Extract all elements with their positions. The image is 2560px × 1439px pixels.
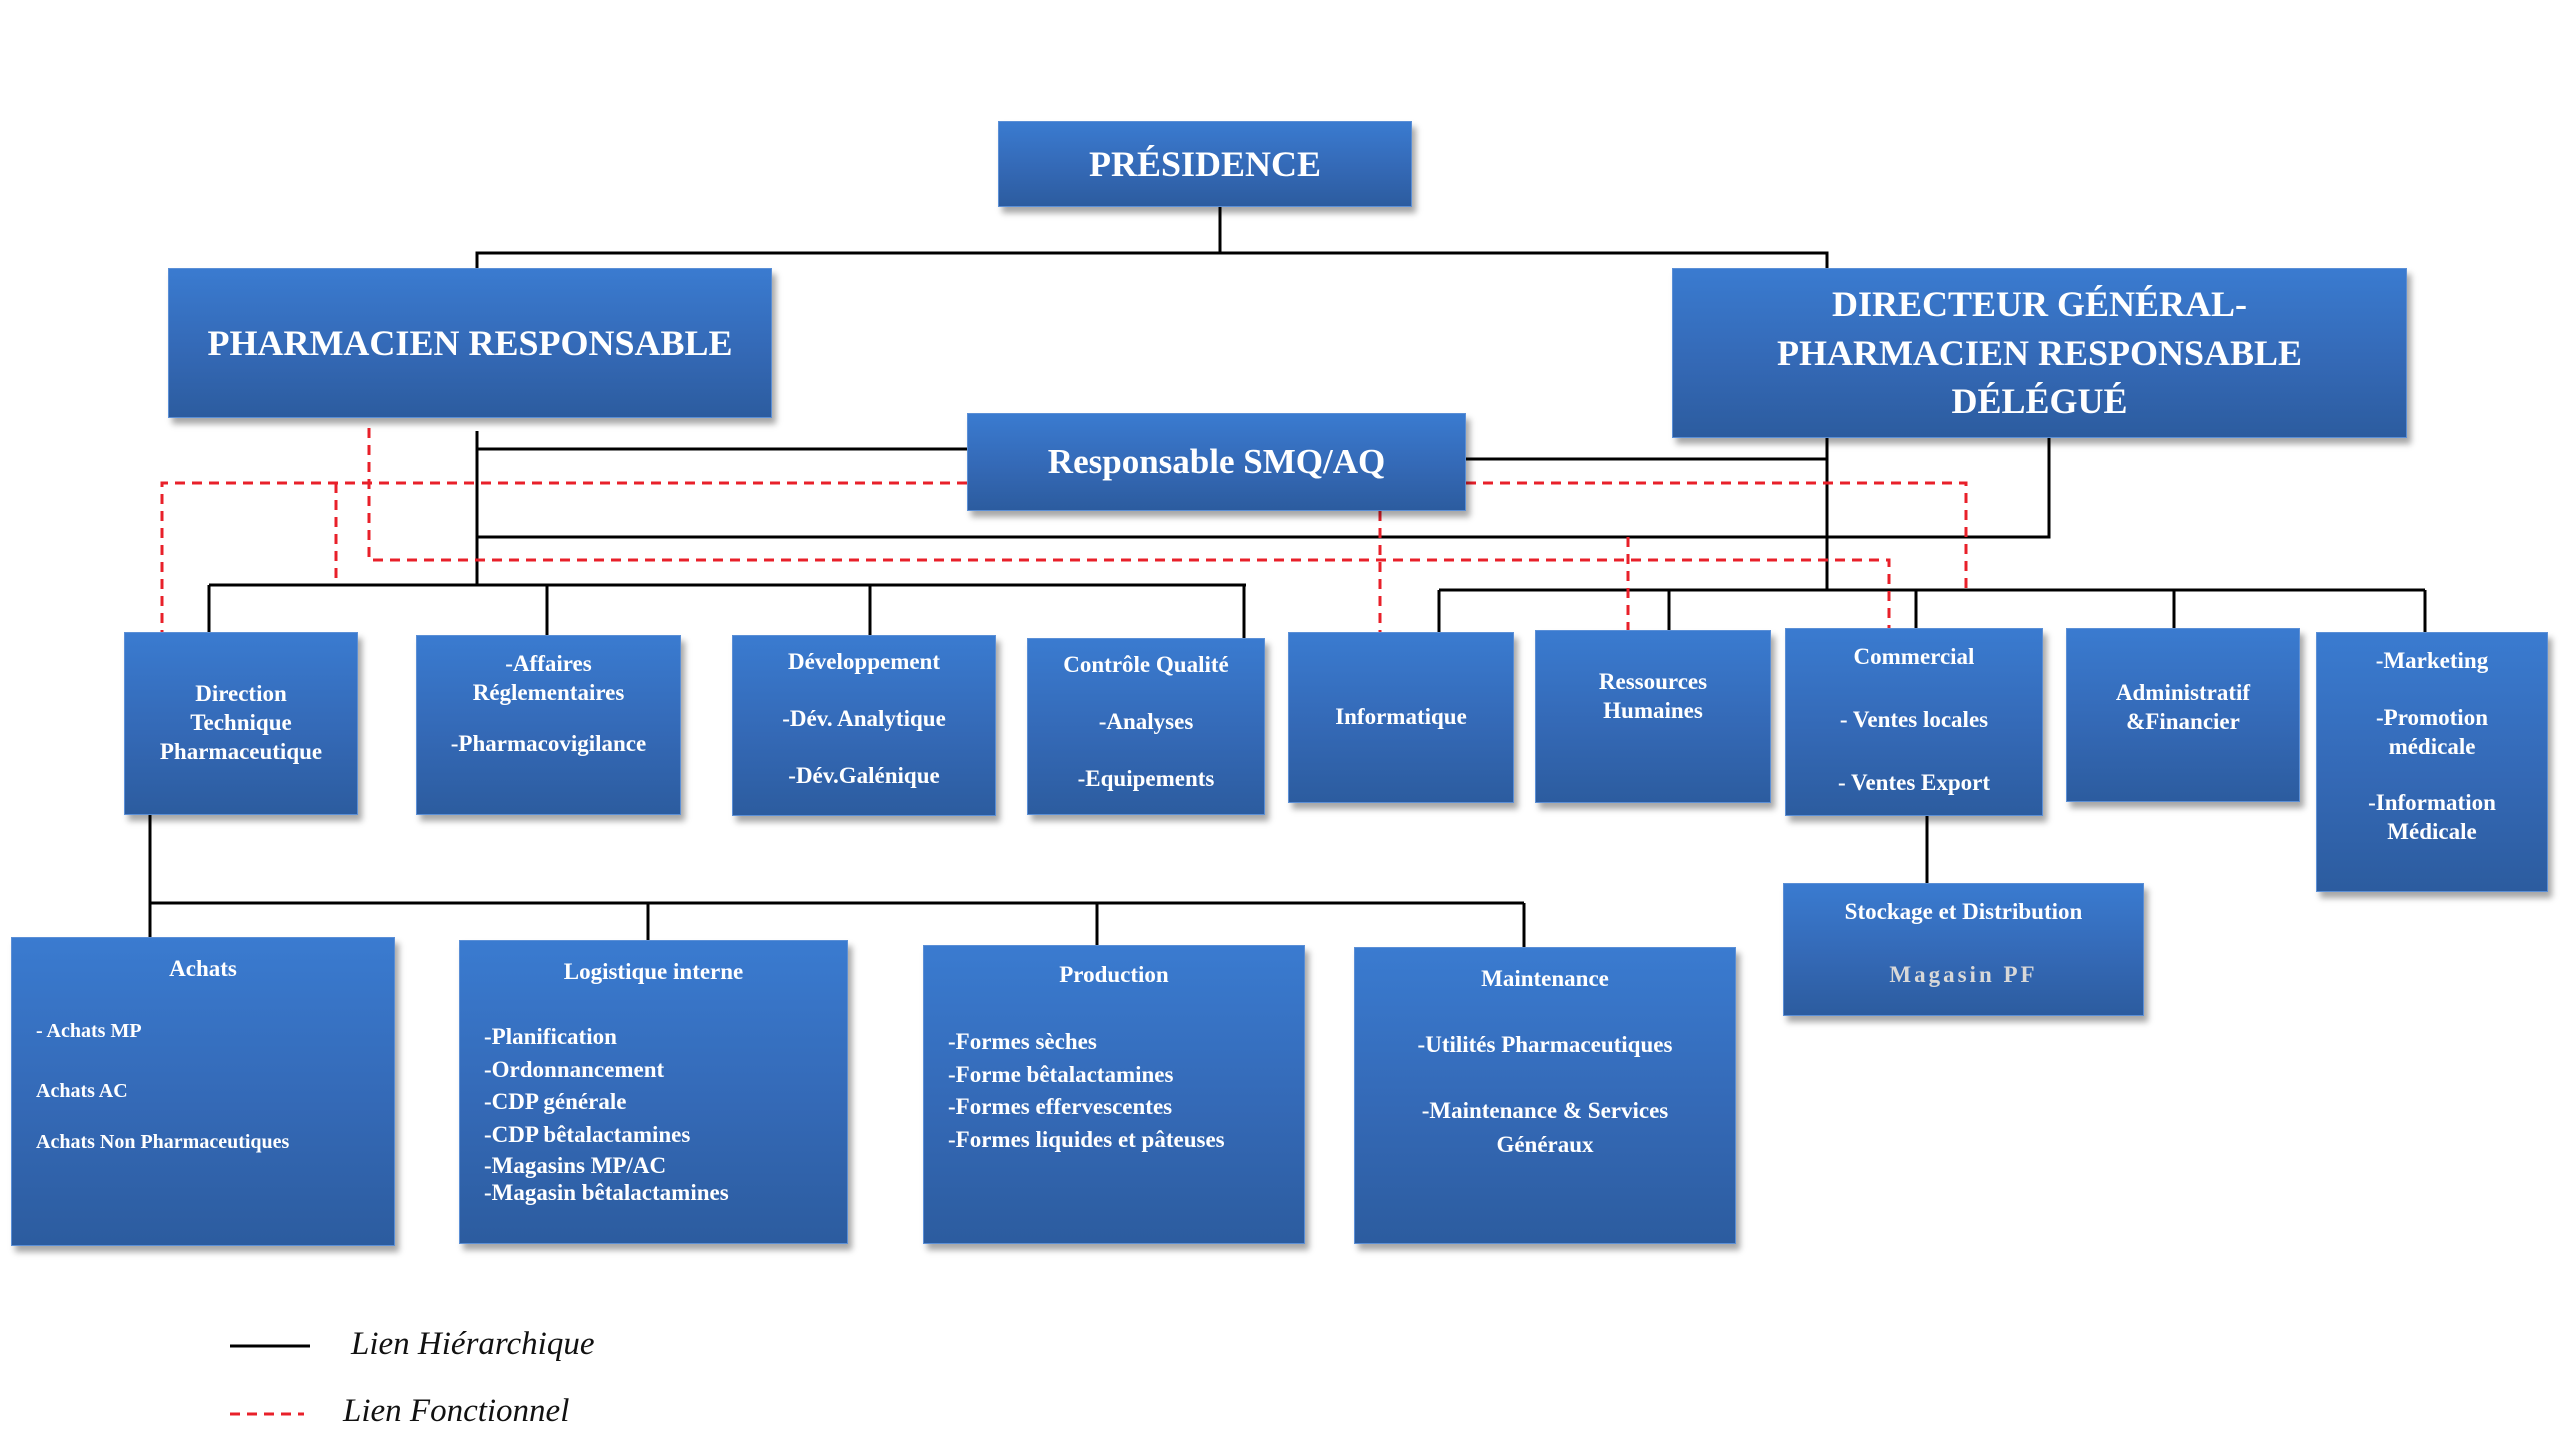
achats-item: Achats AC (36, 1079, 128, 1102)
box-commercial: Commercial - Ventes locales - Ventes Exp… (1785, 628, 2043, 816)
controle-qualite-title: Contrôle Qualité (1063, 652, 1229, 677)
commercial-item: - Ventes locales (1839, 706, 1989, 732)
dtp-line-3: Pharmaceutique (159, 738, 323, 764)
box-marketing: -Marketing -Promotion médicale -Informat… (2316, 632, 2548, 892)
controle-qualite-item: -Equipements (1077, 765, 1215, 791)
link-dg-pr (477, 438, 2051, 539)
affaires-title-1: -Affaires (505, 651, 592, 676)
logistique-item: -CDP générale (484, 1089, 627, 1115)
box-affaires-reglementaires: -Affaires Réglementaires -Pharmacovigila… (416, 635, 681, 815)
legend-lines (230, 1344, 310, 1416)
dg-line-3: DÉLÉGUÉ (1951, 381, 2128, 422)
production-item: -Formes liquides et pâteuses (948, 1126, 1225, 1152)
legend-hierarchique-label: Lien Hiérarchique (351, 1326, 595, 1362)
logistique-item: -CDP bêtalactamines (484, 1121, 691, 1147)
maintenance-item: -Utilités Pharmaceutiques (1417, 1031, 1673, 1057)
box-presidence: PRÉSIDENCE (998, 121, 1412, 207)
box-direction-technique: Direction Technique Pharmaceutique (124, 632, 358, 815)
dg-line-1: DIRECTEUR GÉNÉRAL- (1831, 284, 2248, 325)
fn-smq-right (1466, 481, 1968, 590)
achats-item: Achats Non Pharmaceutiques (36, 1130, 290, 1153)
box-responsable-smq: Responsable SMQ/AQ (967, 413, 1466, 511)
administratif-line-2: &Financier (2126, 709, 2240, 734)
production-item: -Formes effervescentes (948, 1094, 1173, 1120)
hierarchical-links (148, 207, 2427, 947)
production-title: Production (1059, 962, 1169, 987)
rh-line-2: Humaines (1603, 697, 1703, 723)
marketing-item: -Marketing (2375, 648, 2489, 673)
informatique-label: Informatique (1335, 704, 1467, 730)
marketing-item: Médicale (2387, 819, 2477, 844)
administratif-line-1: Administratif (2115, 680, 2251, 706)
box-stockage-distribution: Stockage et Distribution Magasin PF (1783, 883, 2144, 1016)
dtp-line-2: Technique (190, 710, 292, 736)
affaires-title-2: Réglementaires (472, 679, 625, 705)
production-item: -Forme bêtalactamines (948, 1061, 1174, 1087)
logistique-item: -Magasin bêtalactamines (484, 1180, 729, 1206)
stockage-title: Stockage et Distribution (1844, 899, 2083, 924)
production-item: -Formes sèches (948, 1028, 1097, 1054)
achats-item: - Achats MP (36, 1019, 142, 1042)
box-pharmacien-responsable: PHARMACIEN RESPONSABLE (168, 268, 772, 418)
developpement-item: -Dév.Galénique (788, 762, 940, 788)
functional-links (160, 428, 1968, 640)
logistique-item: -Planification (484, 1023, 617, 1049)
developpement-title: Développement (787, 649, 941, 674)
fn-smq-left (160, 481, 967, 632)
logistique-title: Logistique interne (563, 959, 744, 984)
maintenance-item: -Maintenance & Services (1421, 1097, 1669, 1123)
controle-qualite-item: -Analyses (1098, 708, 1194, 734)
legend-fonctionnel-label: Lien Fonctionnel (343, 1393, 570, 1429)
box-production: Production -Formes sèches -Forme bêtalac… (923, 945, 1305, 1244)
maintenance-item: Généraux (1496, 1131, 1594, 1157)
box-administratif-financier: Administratif &Financier (2066, 628, 2300, 802)
logistique-item: -Magasins MP/AC (484, 1152, 667, 1178)
box-developpement: Développement -Dév. Analytique -Dév.Galé… (732, 635, 996, 816)
achats-title: Achats (169, 956, 237, 981)
pharmacien-responsable-label: PHARMACIEN RESPONSABLE (207, 322, 733, 363)
box-directeur-general: DIRECTEUR GÉNÉRAL- PHARMACIEN RESPONSABL… (1672, 268, 2407, 438)
box-logistique-interne: Logistique interne -Planification -Ordon… (459, 940, 848, 1244)
box-controle-qualite: Contrôle Qualité -Analyses -Equipements (1027, 638, 1265, 815)
maintenance-title: Maintenance (1481, 966, 1609, 991)
fn-pr-commercial (367, 428, 1891, 628)
smq-label: Responsable SMQ/AQ (1047, 442, 1386, 481)
developpement-item: -Dév. Analytique (782, 705, 946, 731)
box-informatique: Informatique (1288, 632, 1514, 803)
dg-line-2: PHARMACIEN RESPONSABLE (1776, 332, 2303, 373)
rh-line-1: Ressources (1598, 668, 1708, 694)
commercial-item: - Ventes Export (1837, 769, 1991, 795)
presidence-label: PRÉSIDENCE (1088, 143, 1322, 184)
affaires-item: -Pharmacovigilance (450, 730, 647, 756)
dtp-line-1: Direction (195, 681, 287, 707)
marketing-item: -Promotion (2375, 704, 2488, 730)
box-ressources-humaines: Ressources Humaines (1535, 630, 1771, 803)
box-achats: Achats - Achats MP Achats AC Achats Non … (11, 937, 395, 1246)
stockage-item: Magasin PF (1889, 961, 2038, 987)
logistique-item: -Ordonnancement (484, 1056, 665, 1082)
link-top-bar (475, 251, 1829, 268)
box-maintenance: Maintenance -Utilités Pharmaceutiques -M… (1354, 947, 1736, 1244)
marketing-item: -Information (2368, 790, 2496, 816)
marketing-item: médicale (2388, 733, 2476, 759)
commercial-title: Commercial (1853, 644, 1975, 669)
